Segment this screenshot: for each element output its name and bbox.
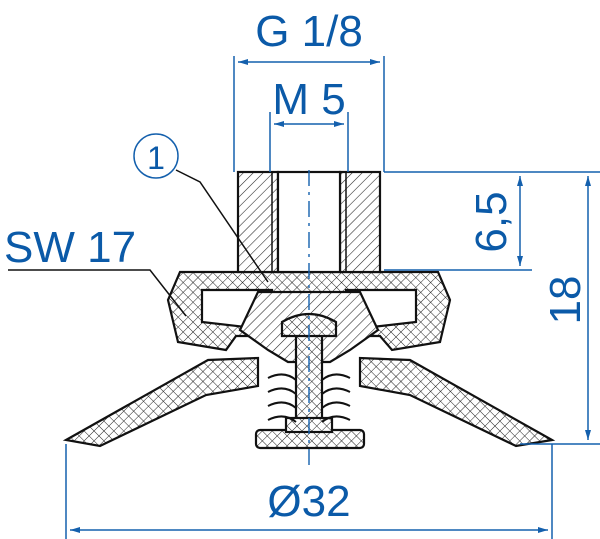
cup-lip-right bbox=[358, 356, 556, 448]
wrench-size-label: SW 17 bbox=[4, 223, 136, 272]
thread-inner-label: M 5 bbox=[272, 75, 345, 124]
thread-depth-label: 6,5 bbox=[467, 191, 516, 252]
thread-outer-label: G 1/8 bbox=[255, 7, 363, 56]
height-label: 18 bbox=[541, 276, 590, 325]
suction-cup-body bbox=[62, 170, 556, 470]
cup-lip-left bbox=[62, 356, 260, 448]
spring bbox=[267, 373, 351, 423]
item-number: 1 bbox=[147, 140, 165, 176]
dimensions: G 1/8 M 5 1 SW 17 6,5 18 Ø32 bbox=[4, 7, 600, 539]
diameter-label: Ø32 bbox=[267, 477, 350, 526]
item-balloon bbox=[133, 133, 179, 179]
